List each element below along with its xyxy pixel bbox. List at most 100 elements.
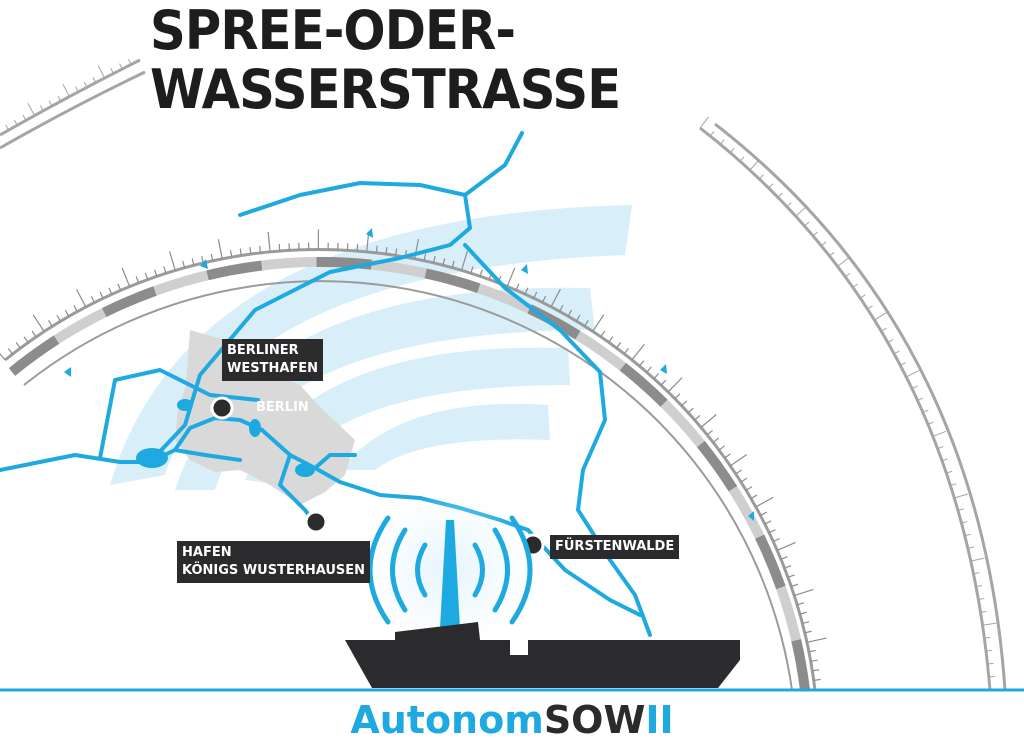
scale-tick xyxy=(893,350,900,355)
scale-tick xyxy=(110,67,114,74)
scale-tick xyxy=(460,251,468,271)
scale-tick xyxy=(119,63,123,70)
scale-tick xyxy=(229,250,233,258)
label-line: WESTHAFEN xyxy=(227,361,319,376)
scale-tick xyxy=(795,206,807,217)
direction-markers xyxy=(64,228,754,521)
scale-tick xyxy=(592,314,605,332)
scale-tick xyxy=(988,675,995,678)
lakes xyxy=(136,399,328,549)
scale-tick xyxy=(700,414,717,428)
scale-tick xyxy=(616,342,622,349)
scale-tick xyxy=(541,295,547,303)
scale-tick xyxy=(259,245,262,253)
scale-tick xyxy=(794,588,814,597)
scale-tick xyxy=(739,156,745,162)
scale-tick xyxy=(533,291,538,299)
scale-tick xyxy=(760,511,767,516)
scale-tick xyxy=(524,287,529,295)
scale-tick xyxy=(135,276,140,284)
scale-tick xyxy=(108,287,113,295)
scale-tick xyxy=(887,339,894,343)
scale-tick xyxy=(712,437,720,443)
scale-tick xyxy=(941,458,948,462)
scale-tick xyxy=(922,409,929,413)
scale-tick xyxy=(802,621,810,625)
scale-tick xyxy=(987,662,994,665)
scale-tick xyxy=(911,385,918,390)
scale-tick xyxy=(709,131,715,137)
scale-tick xyxy=(32,314,45,332)
scale-tick xyxy=(985,649,993,652)
scale-tick xyxy=(706,429,713,436)
scale-tick xyxy=(804,630,812,634)
scale-tick xyxy=(567,309,573,317)
outer-scale-arcs xyxy=(0,58,1007,691)
scale-tick xyxy=(750,494,758,500)
scale-tick xyxy=(48,320,53,327)
scale-tick xyxy=(777,192,783,198)
scale-tick xyxy=(852,283,859,288)
scale-tick xyxy=(799,611,807,615)
scale-tick xyxy=(821,241,827,247)
scale-tick xyxy=(859,294,866,299)
scale-tick xyxy=(867,305,873,310)
scale-tick xyxy=(608,336,614,343)
scale-tick xyxy=(48,100,53,107)
scale-tick xyxy=(694,414,701,421)
scale-tick xyxy=(932,430,947,437)
scale-tick xyxy=(638,360,645,367)
logo-part-sow: SOW xyxy=(543,698,646,742)
scale-tick xyxy=(745,486,753,491)
main-scale-arc xyxy=(4,248,817,691)
scale-tick xyxy=(239,248,242,256)
scale-tick xyxy=(423,253,427,261)
scale-tick xyxy=(786,202,792,208)
scale-tick xyxy=(385,247,388,255)
scale-tick xyxy=(210,253,214,261)
scale-tick xyxy=(740,477,748,483)
label-line: KÖNIGS WUSTERHAUSEN xyxy=(182,563,366,578)
scale-tick xyxy=(780,556,788,560)
scale-tick xyxy=(121,267,131,287)
scale-tick xyxy=(90,295,95,303)
scale-tick xyxy=(117,283,122,291)
scale-tick xyxy=(646,366,652,373)
scale-tick xyxy=(217,239,223,259)
scale-tick xyxy=(451,260,455,268)
scale-tick xyxy=(15,342,21,349)
scale-tick xyxy=(808,649,816,653)
scale-tick xyxy=(22,114,27,121)
scale-tick xyxy=(653,373,660,380)
project-logo: AutonomSOWII xyxy=(0,698,1024,742)
scale-tick xyxy=(163,266,167,274)
scale-tick xyxy=(57,95,62,102)
scale-tick xyxy=(75,288,87,308)
scale-tick xyxy=(874,312,887,321)
scale-tick xyxy=(13,119,18,126)
scale-tick xyxy=(674,393,681,400)
scale-tick xyxy=(432,255,436,263)
scale-tick xyxy=(23,336,29,343)
scale-tick xyxy=(64,309,70,317)
scale-tick xyxy=(804,221,810,227)
logo-part-autonom: Autonom xyxy=(350,698,544,742)
scale-tick xyxy=(267,231,271,252)
scale-tick xyxy=(550,288,561,308)
scale-tick xyxy=(278,243,281,252)
scale-tick xyxy=(768,529,776,534)
scale-tick xyxy=(729,147,735,154)
scale-tick xyxy=(600,330,606,338)
label-hafen-koenigs-wusterhausen: HAFEN KÖNIGS WUSTERHAUSEN xyxy=(177,541,371,583)
scale-tick xyxy=(39,105,44,111)
title-line-2: WASSERSTRASSE xyxy=(150,58,621,121)
scale-tick xyxy=(927,421,934,425)
scale-tick xyxy=(191,258,195,266)
label-fuerstenwalde: FÜRSTENWALDE xyxy=(550,535,680,559)
scale-tick xyxy=(768,183,774,189)
scale-tick xyxy=(758,174,764,180)
berlin-location-dot-icon xyxy=(210,396,234,420)
label-berliner-westhafen: BERLINER WESTHAFEN xyxy=(222,339,324,381)
scale-tick xyxy=(735,469,742,475)
scale-tick xyxy=(515,283,520,291)
